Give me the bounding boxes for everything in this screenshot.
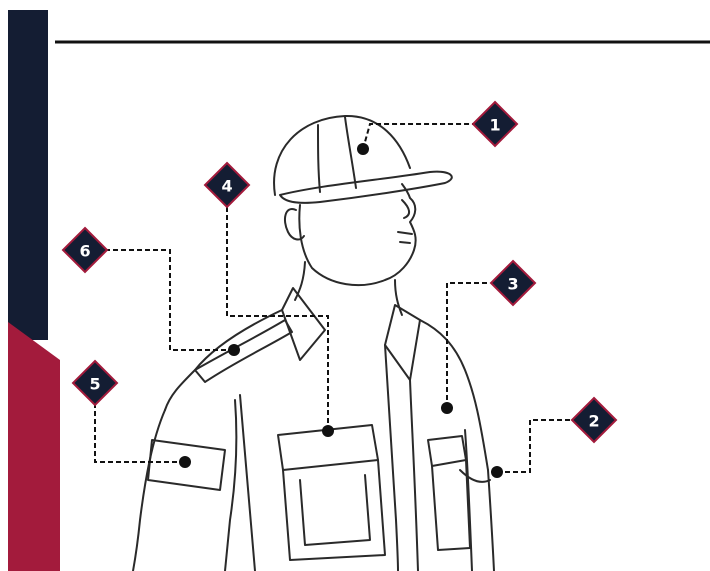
chest-pocket [283, 460, 385, 560]
chest-pocket-inner [300, 475, 370, 545]
marker-label: 1 [489, 116, 500, 135]
marker-1: 1 [473, 102, 517, 146]
uniform-figure-illustration [133, 116, 494, 571]
cuff-fold [460, 470, 490, 482]
leader-5 [95, 405, 185, 462]
neck-right [395, 280, 402, 315]
nose [402, 200, 409, 218]
anchor-dot-2 [491, 466, 503, 478]
marker-label: 4 [221, 177, 232, 196]
right-arm-outer [488, 470, 494, 571]
marker-label: 6 [79, 242, 90, 261]
anchor-dot-3 [441, 402, 453, 414]
marker-label: 5 [89, 375, 100, 394]
leader-2 [497, 420, 570, 472]
leader-4 [227, 205, 328, 431]
navy-side-band [8, 10, 48, 340]
marker-4: 4 [205, 163, 249, 207]
anchor-dot-1 [357, 143, 369, 155]
marker-label: 2 [588, 412, 599, 431]
leader-6 [105, 250, 234, 350]
placket-2 [410, 380, 418, 571]
marker-6: 6 [63, 228, 107, 272]
lips [398, 232, 412, 243]
torso-left-seam [240, 395, 255, 571]
left-arm-inner [225, 400, 236, 571]
cap-brim [280, 172, 452, 203]
marker-3: 3 [491, 261, 535, 305]
leader-1 [363, 124, 475, 149]
marker-2: 2 [572, 398, 616, 442]
anchor-dot-4 [322, 425, 334, 437]
placket [385, 345, 398, 571]
neck-left [295, 262, 305, 300]
cap-seam [345, 117, 356, 188]
leader-3 [447, 283, 490, 408]
crimson-side-band [8, 322, 60, 571]
anchor-dot-6 [228, 344, 240, 356]
left-arm-outer [133, 410, 165, 571]
left-shoulder [165, 310, 282, 410]
face [299, 184, 415, 285]
cap-seam-2 [318, 125, 320, 192]
marker-label: 3 [507, 275, 518, 294]
collar-right [385, 305, 420, 380]
right-pocket-flap [428, 436, 466, 466]
anchor-dot-5 [179, 456, 191, 468]
right-shoulder [420, 320, 488, 470]
right-arm-inner [465, 430, 472, 571]
leader-lines [95, 124, 570, 472]
marker-5: 5 [73, 361, 117, 405]
